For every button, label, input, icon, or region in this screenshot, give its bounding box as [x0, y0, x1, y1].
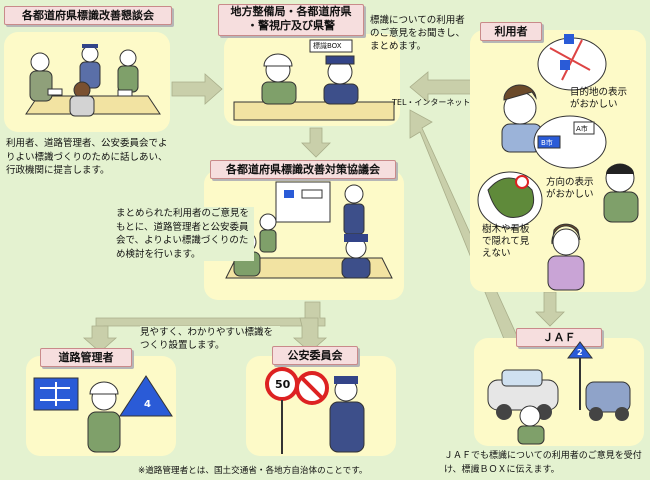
users-label: 利用者: [480, 22, 542, 41]
bubble-trees: 樹木や看板 で隠れて見 えない: [482, 224, 530, 259]
road-admin-label: 道路管理者: [40, 348, 132, 367]
arrow-council-to-agencies: [171, 73, 223, 105]
a-city-sign: A市: [576, 125, 588, 133]
road-admin-illustration: [33, 375, 173, 453]
public-safety-illustration: [265, 367, 365, 454]
users-illustration: [477, 34, 639, 291]
b-city-sign: B市: [541, 139, 553, 147]
agencies-label-text: 地方整備局・各都道府県 ・警視庁及び県警: [230, 5, 352, 32]
jaf-description: ＪＡＦでも標識についての利用者のご意見を受付け、標識ＢＯＸに伝えます。: [444, 451, 642, 475]
contact-channels: TEL・インターネット・ハガキ: [392, 98, 503, 107]
install-description: 見やすく、わかりやすい標識をつくり設置します。: [140, 326, 280, 352]
agencies-illustration: [233, 39, 395, 121]
box-sign-text: 標識BOX: [313, 42, 342, 50]
speed-limit-number: 50: [275, 378, 291, 391]
road-admin-footnote: ※道路管理者とは、国土交通省・各地方自治体のことです。: [138, 466, 368, 476]
route-sign-number: 4: [144, 399, 151, 410]
council-description: 利用者、道路管理者、公安委員会でよりよい標識づくりのために話しあい、行政機関に提…: [6, 138, 168, 176]
arrow-users-to-jaf: [535, 291, 565, 327]
arrow-to-road-admin: [82, 325, 118, 353]
arrow-users-to-agencies: [409, 71, 479, 103]
public-safety-label: 公安委員会: [272, 346, 358, 365]
committee-label: 各都道府県標識改善対策協議会: [210, 160, 396, 179]
committee-description: まとめられた利用者のご意見をもとに、道路管理者と公安委員会で、よりよい標識づくり…: [116, 207, 254, 261]
council-label: 各都道府県標識改善懇談会: [4, 6, 172, 25]
council-meeting-illustration: [25, 44, 161, 117]
jaf-illustration: [487, 341, 631, 445]
agencies-description: 標識についての利用者のご意見をお聞きし、まとめます。: [370, 15, 466, 52]
bubble-direction: 方向の表示 がおかしい: [546, 177, 594, 200]
agencies-label: 地方整備局・各都道府県 ・警視庁及び県警: [218, 4, 364, 36]
bubble-destination: 目的地の表示 がおかしい: [570, 87, 628, 110]
jaf-route-sign-number: 2: [577, 348, 583, 357]
arrow-agencies-to-committee: [301, 127, 331, 158]
